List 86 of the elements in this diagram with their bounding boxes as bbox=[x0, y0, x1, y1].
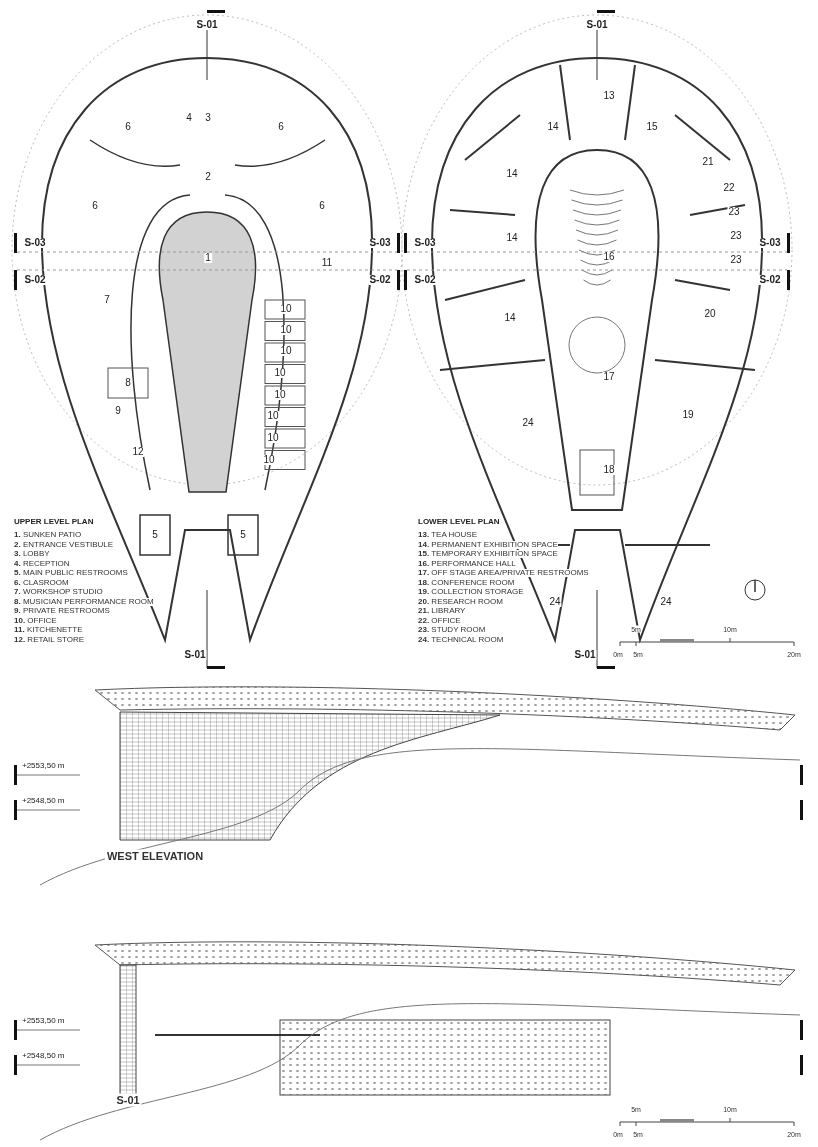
section-marker-label: S-02 bbox=[23, 275, 47, 285]
level-label: +2548,50 m bbox=[22, 797, 65, 805]
room-number: 22 bbox=[722, 183, 736, 193]
room-key-entry: 23. STUDY ROOM bbox=[418, 626, 486, 634]
room-key-entry: 20. RESEARCH ROOM bbox=[418, 597, 503, 606]
section-marker-label: S-02 bbox=[413, 275, 437, 285]
level-label: +2553,50 m bbox=[22, 762, 65, 770]
room-number: 19 bbox=[681, 410, 695, 420]
room-key-entry: 15. TEMPORARY EXHIBITION SPACE bbox=[418, 550, 558, 558]
room-number: 2 bbox=[204, 172, 212, 182]
room-number: 10 bbox=[279, 304, 293, 314]
section-marker-label: S-01 bbox=[195, 20, 219, 30]
room-number: 6 bbox=[91, 201, 99, 211]
section-marker-label: S-03 bbox=[368, 238, 392, 248]
drawing-title: WEST ELEVATION bbox=[104, 849, 206, 863]
room-number: 6 bbox=[318, 201, 326, 211]
room-key-entry: 1. SUNKEN PATIO bbox=[14, 531, 82, 539]
room-key-entry: 24. TECHNICAL ROOM bbox=[418, 635, 504, 644]
room-number: 5 bbox=[239, 530, 247, 540]
room-number: 5 bbox=[151, 530, 159, 540]
room-number: 24 bbox=[521, 418, 535, 428]
section-marker-label: S-01 bbox=[585, 20, 609, 30]
room-number: 17 bbox=[602, 372, 616, 382]
section-marker-label: S-01 bbox=[183, 650, 207, 660]
room-key-entry: 5. MAIN PUBLIC RESTROOMS bbox=[14, 569, 128, 577]
drawing-title: S-01 bbox=[114, 1093, 142, 1107]
room-number: 10 bbox=[279, 346, 293, 356]
section-marker-label: S-01 bbox=[573, 650, 597, 660]
room-number: 20 bbox=[703, 309, 717, 319]
room-number: 23 bbox=[729, 255, 743, 265]
room-key-entry: 21. LIBRARY bbox=[418, 607, 466, 615]
room-number: 24 bbox=[548, 597, 562, 607]
section-marker-label: S-02 bbox=[758, 275, 782, 285]
room-number: 10 bbox=[273, 390, 287, 400]
room-key-entry: 14. PERMANENT EXHIBITION SPACE bbox=[418, 540, 558, 549]
room-number: 11 bbox=[320, 258, 334, 268]
room-number: 12 bbox=[131, 447, 145, 457]
room-number: 10 bbox=[266, 433, 280, 443]
room-key-entry: 22. OFFICE bbox=[418, 616, 461, 625]
room-number: 6 bbox=[124, 122, 132, 132]
plan-title: UPPER LEVEL PLAN bbox=[14, 518, 94, 526]
room-key-entry: 12. RETAIL STORE bbox=[14, 635, 85, 644]
room-number: 23 bbox=[729, 231, 743, 241]
room-number: 23 bbox=[727, 207, 741, 217]
room-number: 7 bbox=[103, 295, 111, 305]
room-number: 14 bbox=[546, 122, 560, 132]
room-number: 3 bbox=[204, 113, 212, 123]
room-key-entry: 13. TEA HOUSE bbox=[418, 531, 477, 539]
section-marker-label: S-02 bbox=[368, 275, 392, 285]
room-key-entry: 6. CLASROOM bbox=[14, 578, 69, 587]
room-number: 1 bbox=[204, 253, 212, 263]
room-key-entry: 10. OFFICE bbox=[14, 616, 57, 625]
room-number: 10 bbox=[279, 325, 293, 335]
room-number: 9 bbox=[114, 406, 122, 416]
room-number: 13 bbox=[602, 91, 616, 101]
room-number: 24 bbox=[659, 597, 673, 607]
room-key-entry: 4. RECEPTION bbox=[14, 559, 70, 568]
room-number: 14 bbox=[503, 313, 517, 323]
room-key-entry: 17. OFF STAGE AREA/PRIVATE RESTROOMS bbox=[418, 569, 589, 577]
level-label: +2553,50 m bbox=[22, 1017, 65, 1025]
room-key-entry: 9. PRIVATE RESTROOMS bbox=[14, 607, 110, 615]
room-number: 8 bbox=[124, 378, 132, 388]
room-number: 6 bbox=[277, 122, 285, 132]
room-number: 4 bbox=[185, 113, 193, 123]
room-number: 21 bbox=[701, 157, 715, 167]
plan-title: LOWER LEVEL PLAN bbox=[418, 518, 500, 526]
section-marker-label: S-03 bbox=[413, 238, 437, 248]
room-number: 15 bbox=[645, 122, 659, 132]
room-key-entry: 18. CONFERENCE ROOM bbox=[418, 578, 515, 587]
room-number: 14 bbox=[505, 233, 519, 243]
room-number: 10 bbox=[262, 455, 276, 465]
room-key-entry: 16. PERFORMANCE HALL bbox=[418, 559, 516, 568]
room-number: 14 bbox=[505, 169, 519, 179]
room-key-entry: 8. MUSICIAN PERFORMANCE ROOM bbox=[14, 597, 154, 606]
room-key-entry: 7. WORKSHOP STUDIO bbox=[14, 588, 103, 596]
room-key-entry: 2. ENTRANCE VESTIBULE bbox=[14, 540, 114, 549]
room-number: 10 bbox=[273, 368, 287, 378]
room-key-entry: 3. LOBBY bbox=[14, 550, 50, 558]
room-number: 18 bbox=[602, 465, 616, 475]
level-label: +2548,50 m bbox=[22, 1052, 65, 1060]
room-key-entry: 19. COLLECTION STORAGE bbox=[418, 588, 524, 596]
section-marker-label: S-03 bbox=[758, 238, 782, 248]
room-key-entry: 11. KITCHENETTE bbox=[14, 626, 83, 634]
section-marker-label: S-03 bbox=[23, 238, 47, 248]
room-number: 16 bbox=[602, 252, 616, 262]
room-number: 10 bbox=[266, 411, 280, 421]
